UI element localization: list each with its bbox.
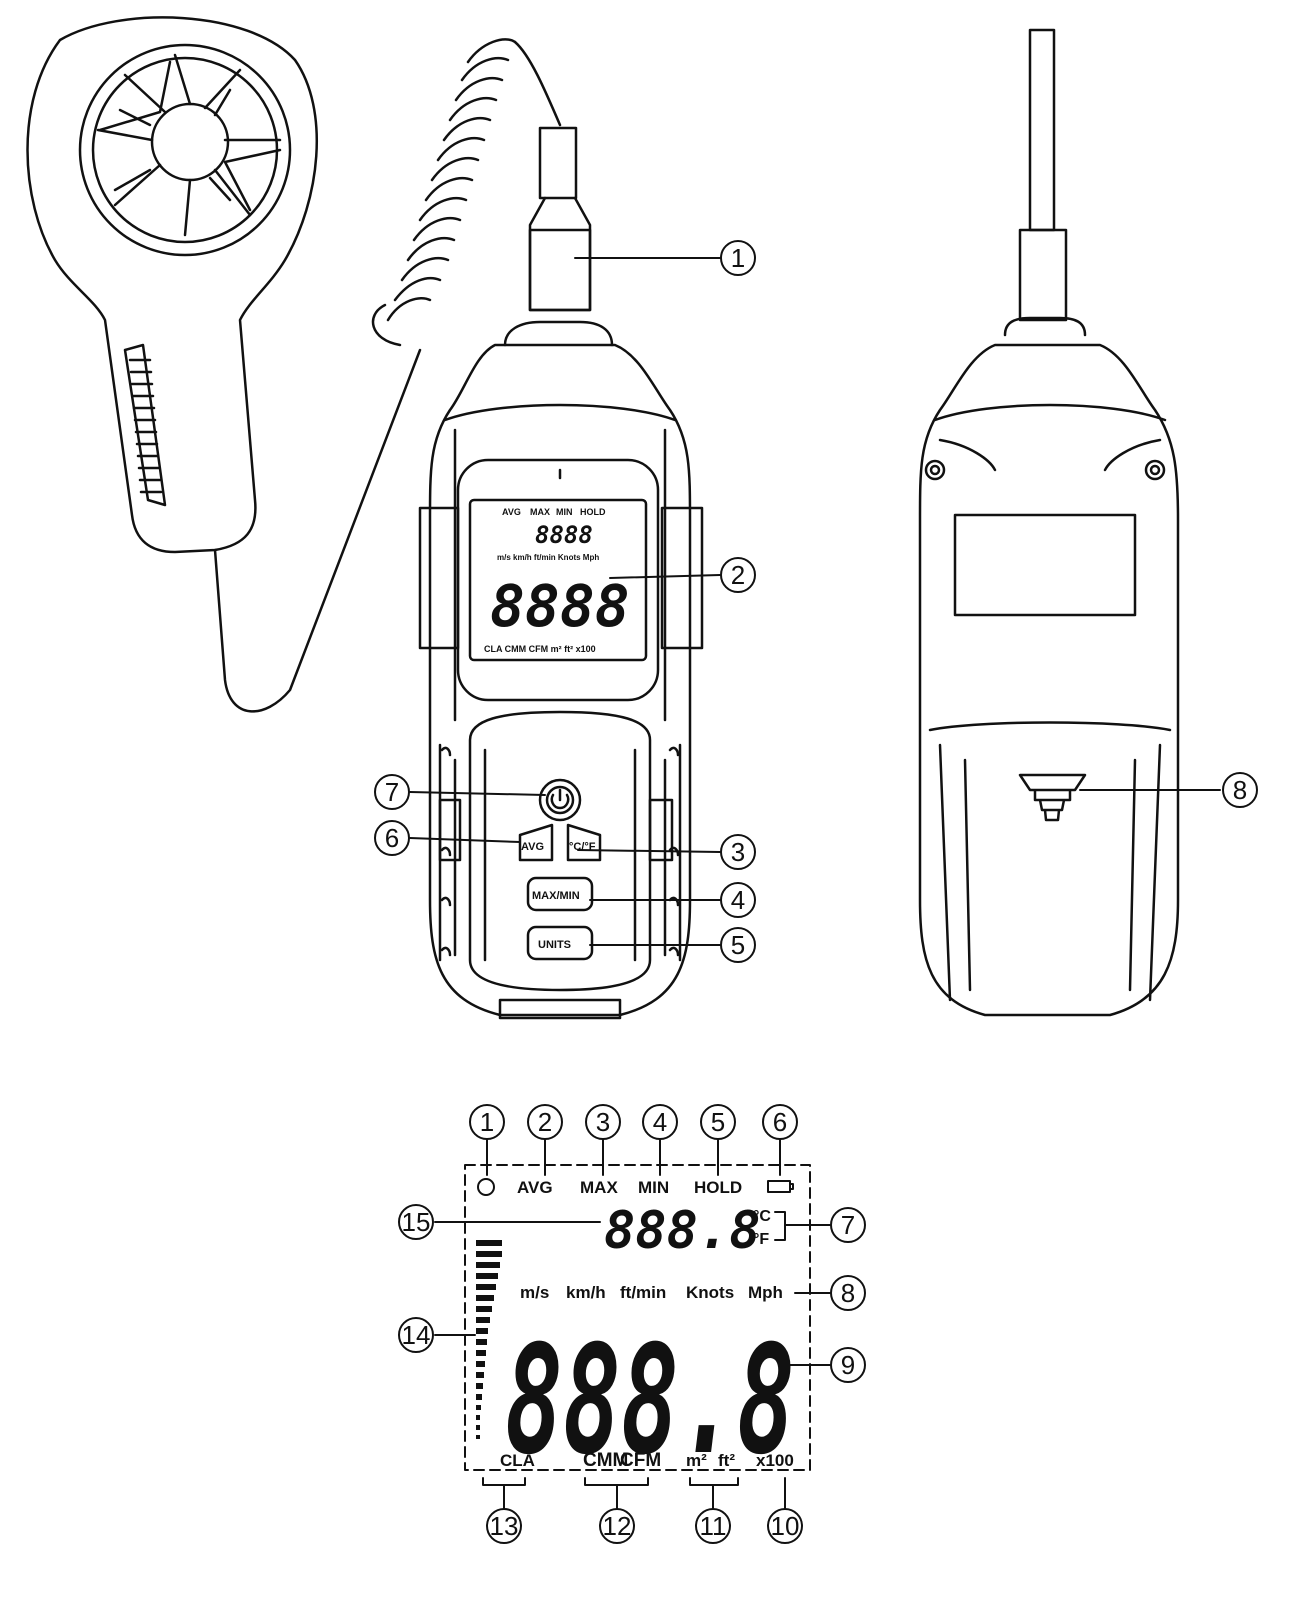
- device-callouts: 1 2 3 4 5 6 7 8: [374, 240, 1258, 963]
- device-lcd-max: MAX: [530, 507, 550, 517]
- callout-device-3: 3: [720, 834, 756, 870]
- device-front: [418, 126, 704, 1020]
- lcd-main-digits: 888.8: [505, 1314, 795, 1488]
- svg-text:14: 14: [402, 1320, 431, 1350]
- lcd-label-max: MAX: [580, 1178, 618, 1197]
- svg-text:8: 8: [841, 1278, 855, 1308]
- callout-lcd-2: 2: [527, 1104, 563, 1140]
- callout-device-1: 1: [720, 240, 756, 276]
- svg-text:5: 5: [731, 930, 745, 960]
- callout-lcd-1: 1: [469, 1104, 505, 1140]
- callout-lcd-5: 5: [700, 1104, 736, 1140]
- device-lcd-text: AVG MAX MIN HOLD 8888 m/s km/h ft/min Kn…: [484, 507, 630, 654]
- svg-text:6: 6: [385, 823, 399, 853]
- device-back: [918, 28, 1180, 1017]
- lcd-detail-frame: [434, 1139, 831, 1509]
- callout-lcd-9: 9: [830, 1347, 866, 1383]
- svg-text:6: 6: [773, 1107, 787, 1137]
- temp-button-label: °C/°F: [569, 841, 596, 853]
- svg-text:13: 13: [490, 1511, 519, 1541]
- svg-text:1: 1: [480, 1107, 494, 1137]
- lcd-label-kmh: km/h: [566, 1283, 606, 1302]
- lcd-label-ft2: ft²: [718, 1451, 735, 1470]
- svg-text:4: 4: [653, 1107, 667, 1137]
- lcd-label-avg: AVG: [517, 1178, 553, 1197]
- svg-text:1: 1: [731, 243, 745, 273]
- callout-lcd-12: 12: [599, 1508, 635, 1544]
- lcd-label-fahrenheit: °F: [753, 1231, 769, 1248]
- device-lcd-units: m/s km/h ft/min Knots Mph: [497, 553, 599, 562]
- device-lcd-main-digits: 8888: [490, 572, 630, 640]
- lcd-label-celsius: °C: [753, 1208, 771, 1225]
- device-lcd-bottom: CLA CMM CFM m² ft² x100: [484, 644, 596, 654]
- svg-text:4: 4: [731, 885, 745, 915]
- lcd-label-cla: CLA: [500, 1451, 535, 1470]
- device-lcd-small-digits: 8888: [535, 521, 593, 549]
- svg-text:3: 3: [596, 1107, 610, 1137]
- callout-device-7: 7: [374, 774, 410, 810]
- device-callout-lines: [409, 257, 1221, 946]
- svg-text:2: 2: [731, 560, 745, 590]
- lcd-detail-text: AVG MAX MIN HOLD 888.8 °C °F m/s km/h ft…: [500, 1178, 795, 1488]
- svg-text:9: 9: [841, 1350, 855, 1380]
- lcd-label-ms: m/s: [520, 1283, 549, 1302]
- lcd-callouts: 1 2 3 4 5 6 7 8 9 15 14 13 12 11 10: [398, 1104, 866, 1544]
- device-lcd-hold: HOLD: [580, 507, 606, 517]
- callout-lcd-14: 14: [398, 1317, 434, 1353]
- callout-lcd-6: 6: [762, 1104, 798, 1140]
- lcd-small-digits: 888.8: [604, 1201, 761, 1261]
- callout-lcd-13: 13: [486, 1508, 522, 1544]
- lcd-label-cmm: CMM: [583, 1450, 628, 1471]
- callout-lcd-3: 3: [585, 1104, 621, 1140]
- device-lcd-min: MIN: [556, 507, 573, 517]
- svg-text:8: 8: [1233, 775, 1247, 805]
- maxmin-button-label: MAX/MIN: [532, 890, 580, 902]
- callout-lcd-15: 15: [398, 1204, 434, 1240]
- coiled-cable: [371, 38, 562, 347]
- grip-ridges: [123, 343, 167, 507]
- callout-device-4: 4: [720, 882, 756, 918]
- lcd-label-x100: x100: [756, 1451, 794, 1470]
- lcd-label-min: MIN: [638, 1178, 669, 1197]
- avg-button-label: AVG: [521, 841, 544, 853]
- lcd-label-m2: m²: [686, 1451, 707, 1470]
- lcd-label-ftmin: ft/min: [620, 1283, 666, 1302]
- callout-lcd-7: 7: [830, 1207, 866, 1243]
- lcd-bar-graph: [476, 1240, 502, 1439]
- svg-text:15: 15: [402, 1207, 431, 1237]
- callout-device-8: 8: [1222, 772, 1258, 808]
- svg-text:3: 3: [731, 837, 745, 867]
- svg-text:2: 2: [538, 1107, 552, 1137]
- callout-device-2: 2: [720, 557, 756, 593]
- vane-probe: [26, 16, 422, 713]
- lcd-label-cfm: CFM: [620, 1450, 661, 1471]
- svg-text:12: 12: [603, 1511, 632, 1541]
- svg-text:5: 5: [711, 1107, 725, 1137]
- svg-text:7: 7: [385, 777, 399, 807]
- svg-text:7: 7: [841, 1210, 855, 1240]
- lcd-label-hold: HOLD: [694, 1178, 742, 1197]
- lcd-label-knots: Knots: [686, 1283, 734, 1302]
- callout-device-6: 6: [374, 820, 410, 856]
- callout-lcd-8: 8: [830, 1275, 866, 1311]
- svg-text:11: 11: [700, 1511, 727, 1541]
- lcd-label-mph: Mph: [748, 1283, 783, 1302]
- callout-device-5: 5: [720, 927, 756, 963]
- callout-lcd-4: 4: [642, 1104, 678, 1140]
- callout-lcd-11: 11: [695, 1508, 731, 1544]
- device-lcd-avg: AVG: [502, 507, 521, 517]
- callout-lcd-10: 10: [767, 1508, 803, 1544]
- svg-text:10: 10: [771, 1511, 800, 1541]
- device-button-labels: AVG °C/°F MAX/MIN UNITS: [521, 841, 596, 951]
- units-button-label: UNITS: [538, 939, 571, 951]
